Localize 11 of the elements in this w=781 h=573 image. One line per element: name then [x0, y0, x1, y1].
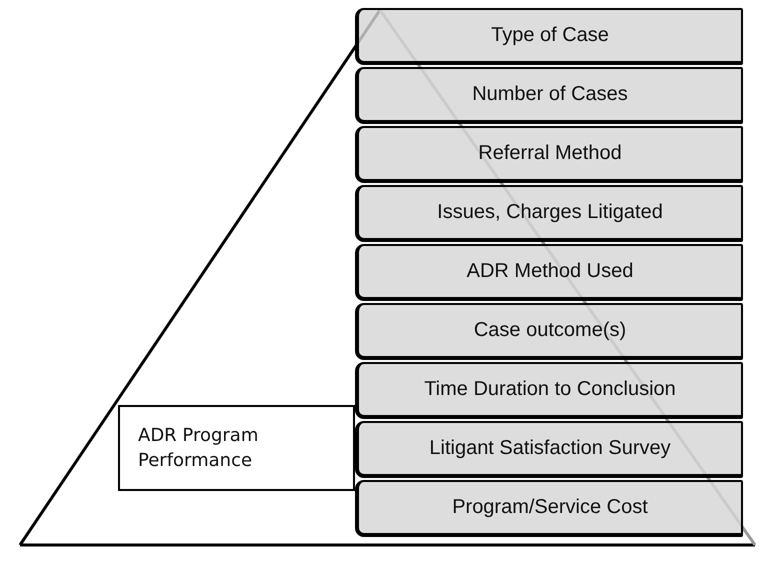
category-bar: Litigant Satisfaction Survey	[355, 421, 743, 478]
title-text: ADR Program Performance	[138, 424, 260, 473]
title-box	[118, 405, 355, 491]
category-bar: Program/Service Cost	[355, 480, 743, 537]
category-bar: Number of Cases	[355, 67, 743, 124]
category-bar: Referral Method	[355, 126, 743, 183]
category-bar: Issues, Charges Litigated	[355, 185, 743, 242]
category-bar: Type of Case	[355, 8, 743, 65]
category-bar: Case outcome(s)	[355, 303, 743, 360]
category-bar: ADR Method Used	[355, 244, 743, 301]
category-bar: Time Duration to Conclusion	[355, 362, 743, 419]
